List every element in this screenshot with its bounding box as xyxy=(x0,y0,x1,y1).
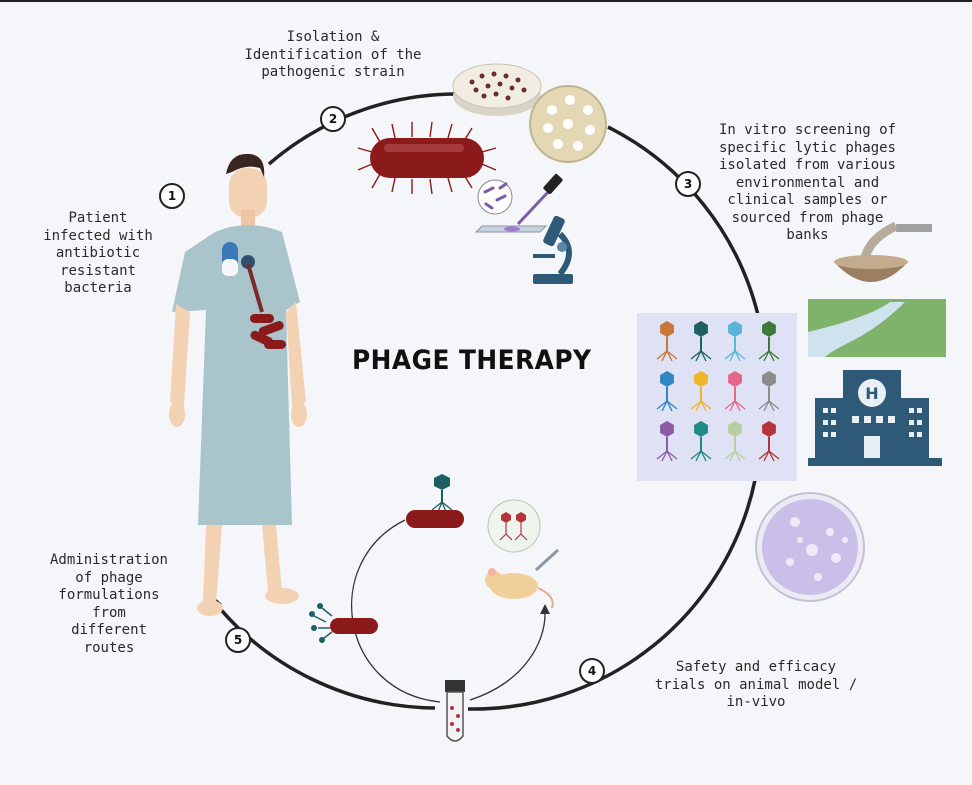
step-5-label: Administration of phage formulations fro… xyxy=(49,552,168,656)
phage-injection-mouse xyxy=(485,499,560,609)
step-1-number: 1 xyxy=(159,183,185,209)
loop-arrowhead xyxy=(540,604,550,614)
bacteriophage-icon xyxy=(656,421,678,462)
step-1-label: Patient infected with antibiotic resista… xyxy=(43,210,153,296)
bacteriophage-icon xyxy=(724,321,746,362)
soil-sample-bowl xyxy=(834,221,932,282)
step-2-label: Isolation & Identification of the pathog… xyxy=(244,29,422,80)
bacteriophage-icon xyxy=(758,321,780,362)
bacteriophage-icon xyxy=(758,421,780,462)
step-3-label: In vitro screening of specific lytic pha… xyxy=(718,122,896,243)
svg-text:H: H xyxy=(865,384,878,403)
bacteriophage-icon xyxy=(690,421,712,462)
step-3-number: 3 xyxy=(675,171,701,197)
lavender-petri-plate xyxy=(755,492,865,602)
bacteriophage-icon xyxy=(656,321,678,362)
bacteriophage-icon xyxy=(724,421,746,462)
step-4-label: Safety and efficacy trials on animal mod… xyxy=(654,659,858,710)
patient-figure xyxy=(169,153,307,616)
bacteriophage-icon xyxy=(690,321,712,362)
bacteriophage-icon xyxy=(656,371,678,412)
lysed-bacterium xyxy=(309,603,378,643)
hospital-building: H xyxy=(808,370,942,466)
step-5-number: 5 xyxy=(225,627,251,653)
phage-formulation-tube xyxy=(445,680,465,742)
step-4-number: 4 xyxy=(579,658,605,684)
bacteriophage-icon xyxy=(758,371,780,412)
cycle-circle xyxy=(210,92,760,711)
phage-on-bacterium xyxy=(406,474,464,528)
river-landscape xyxy=(808,299,946,357)
petri-dish-colonies xyxy=(452,63,542,116)
rod-bacterium-large xyxy=(357,121,497,195)
phage-grid xyxy=(656,321,780,462)
petri-dish-plaques xyxy=(529,85,607,163)
microscope-slide-sample xyxy=(474,174,563,233)
bacteriophage-icon xyxy=(724,371,746,412)
microscope xyxy=(533,215,573,284)
diagram-title: PHAGE THERAPY xyxy=(352,345,592,376)
step-2-number: 2 xyxy=(320,106,346,132)
bacteriophage-icon xyxy=(690,371,712,412)
